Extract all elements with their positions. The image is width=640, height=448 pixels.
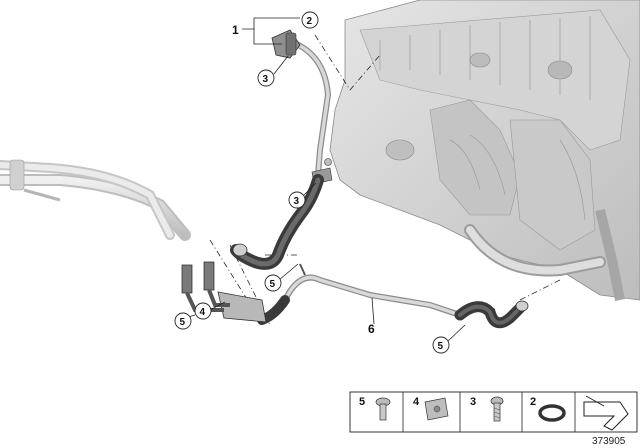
legend-item-bolt: 5: [359, 396, 391, 421]
screw-icon: [490, 396, 504, 422]
coolant-line-upper: [271, 29, 333, 185]
callout-3-mid: 3: [288, 191, 306, 209]
callout-5-left: 5: [174, 312, 192, 330]
parts-legend: 5 4 3 2: [349, 391, 638, 433]
callout-6: 6: [368, 322, 375, 336]
o-ring-icon: [538, 404, 566, 422]
heater-pipes-left: [0, 159, 191, 241]
callout-label-2: 2: [307, 16, 313, 27]
callout-2: 2: [301, 11, 319, 29]
callout-4: 4: [194, 302, 212, 320]
callout-5-right: 5: [432, 336, 450, 354]
callout-label-3-top: 3: [263, 74, 269, 85]
bolt-icon: [375, 397, 391, 421]
callout-3-top: 3: [257, 69, 275, 87]
callout-label-4: 4: [200, 307, 206, 318]
engine-block: [329, 0, 640, 301]
callout-label-1: 1: [232, 23, 239, 37]
coolant-hose-dark: [230, 174, 324, 270]
legend-item-o-ring: 2: [530, 396, 566, 422]
legend-item-screw: 3: [470, 396, 504, 422]
coolant-line-6: [257, 263, 529, 329]
callout-5-center: 5: [264, 274, 282, 292]
legend-label-4: 4: [413, 396, 420, 408]
callout-label-5-left: 5: [180, 317, 186, 328]
callout-1: 1: [232, 23, 239, 37]
legend-label-3: 3: [470, 396, 476, 408]
callout-label-6: 6: [368, 322, 375, 336]
legend-label-5: 5: [359, 396, 365, 408]
callout-label-5-center: 5: [270, 279, 276, 290]
direction-arrow-icon: [583, 395, 629, 431]
legend-item-nut-clip: 4: [413, 396, 449, 421]
document-number: 373905: [592, 436, 626, 447]
callout-label-5-right: 5: [438, 341, 444, 352]
legend-label-2: 2: [530, 396, 536, 408]
legend-item-arrow: [583, 395, 629, 431]
clip-nut-icon: [424, 397, 449, 421]
callout-label-3-mid: 3: [294, 196, 300, 207]
